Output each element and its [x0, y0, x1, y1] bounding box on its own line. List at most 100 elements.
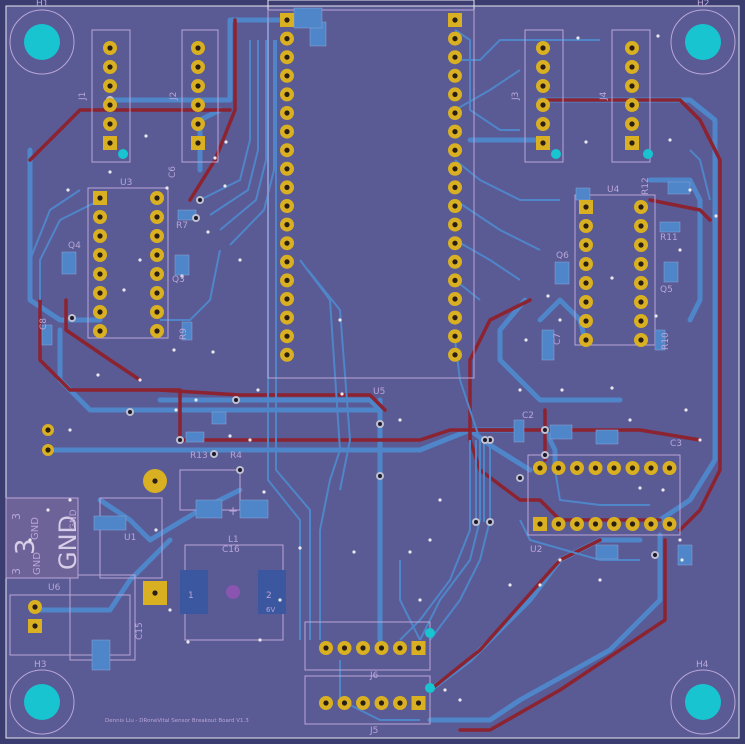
via-small-30	[668, 138, 672, 142]
u5-left-pin-11-drill	[284, 203, 290, 209]
ref-j5: J5	[369, 726, 378, 736]
via-large-6-drill	[474, 520, 478, 524]
via-small-32	[714, 214, 718, 218]
j5-pin-4-drill	[378, 700, 385, 706]
via-small-69	[684, 408, 688, 412]
via-small-33	[678, 248, 682, 252]
u5-right-pin-10-drill	[452, 184, 458, 190]
j1-pin-4-drill	[107, 102, 113, 108]
u5-left-pin-2-drill	[284, 36, 290, 42]
via-small-66	[443, 688, 447, 692]
via-small-45	[598, 578, 602, 582]
j2-pin-3-drill	[195, 83, 201, 89]
via-small-23	[438, 498, 442, 502]
j4-outline	[611, 29, 651, 163]
power-label-gnd-c: GND	[69, 509, 79, 530]
u2-outline	[527, 454, 681, 536]
j4-pin-6-drill	[629, 140, 635, 146]
j6-pin-5-drill	[397, 645, 403, 651]
reference-designators: H1 H2 H3 H4 J1 J2 J3 J4 U3 U4 U5 U2 U1 U…	[34, 0, 710, 736]
ref-u6: U6	[48, 583, 61, 593]
u3-right-pin-8-drill	[154, 328, 160, 334]
u5-left-pin-12-drill	[284, 222, 290, 228]
j5-pin-6-drill	[415, 700, 422, 706]
via-small-12	[122, 288, 126, 292]
via-small-56	[68, 428, 72, 432]
power-label-block	[5, 497, 79, 579]
u5-left-pin-18-drill	[284, 333, 290, 339]
via-small-37	[560, 388, 564, 392]
via-small-68	[698, 438, 702, 442]
u5-left-pin-7-drill	[284, 129, 290, 135]
top-layer-traces	[28, 18, 722, 732]
u6-pin-2-drill	[32, 623, 38, 629]
via-small-19	[298, 546, 302, 550]
mounting-hole-h3	[24, 684, 60, 720]
via-small-1	[144, 134, 148, 138]
via-small-62	[186, 640, 190, 644]
board-footer-text: Dennis Liu - DRoneVital Sensor Breakout …	[105, 718, 249, 724]
jumper-pin-1-drill	[45, 427, 51, 433]
via-small-24	[518, 388, 522, 392]
via-small-58	[46, 508, 50, 512]
via-large-1-drill	[128, 410, 132, 414]
u4-right-pin-4-drill	[638, 261, 644, 267]
via-small-16	[228, 434, 232, 438]
via-large-17-drill	[198, 198, 202, 202]
via-small-2	[108, 170, 112, 174]
h2-ring	[670, 9, 736, 75]
u2-top-pin-5-drill	[611, 465, 617, 471]
ref-c2: C2	[522, 411, 534, 421]
h1-ring	[9, 9, 75, 75]
via-small-21	[408, 550, 412, 554]
j6-pin-2-drill	[341, 645, 348, 651]
through-hole-pads	[28, 13, 677, 710]
via-small-39	[628, 418, 632, 422]
u4-left-pin-3-drill	[583, 242, 589, 248]
j5-pin-3-drill	[360, 700, 366, 706]
via-small-7	[165, 186, 169, 190]
ref-r4: R4	[230, 451, 242, 461]
j1-pin-1-drill	[107, 45, 113, 51]
j1-outline	[91, 29, 131, 163]
via-small-53	[194, 398, 198, 402]
via-small-3	[66, 188, 70, 192]
ref-c15: C15	[135, 622, 145, 640]
via-small-63	[258, 638, 262, 642]
u5-right-pin-5-drill	[452, 91, 458, 97]
via-small-60	[154, 528, 158, 532]
via-small-42	[661, 488, 665, 492]
u5-right-pin-15-drill	[452, 277, 458, 283]
h4-ring	[670, 669, 736, 735]
u4-left-pin-6-drill	[583, 299, 589, 305]
ref-j1: J1	[78, 92, 88, 101]
j5-pin-1-drill	[323, 700, 329, 706]
u3-left-pin-7-drill	[97, 309, 103, 315]
j1-pin-6-drill	[107, 140, 113, 146]
via-small-26	[558, 318, 562, 322]
via-small-43	[678, 538, 682, 542]
j6-outline	[304, 621, 431, 671]
u2-top-pin-1-drill	[537, 465, 543, 471]
via-small-13	[172, 348, 176, 352]
via-large-15-drill	[653, 553, 657, 557]
via-small-4	[224, 140, 228, 144]
u5-right-pin-11-drill	[452, 203, 458, 209]
l1-voltage-label: 6V	[266, 606, 275, 614]
ref-h1: H1	[36, 0, 49, 9]
u5-left-pin-3-drill	[284, 54, 290, 60]
u3-left-pin-4-drill	[97, 252, 103, 258]
ref-q3: Q3	[172, 275, 185, 285]
ref-c6: C6	[168, 166, 178, 178]
via-small-17	[248, 438, 252, 442]
u2-bottom-pin-7-drill	[648, 521, 654, 527]
u2-top-pin-4-drill	[592, 465, 599, 471]
via-large-7-drill	[488, 520, 492, 524]
ref-j2: J2	[169, 92, 179, 101]
u4-left-pin-2-drill	[583, 223, 589, 229]
ref-u3: U3	[120, 178, 132, 188]
u5-right-pin-18-drill	[452, 333, 458, 339]
ref-j3: J3	[511, 92, 521, 101]
u3-right-pin-7-drill	[154, 309, 160, 315]
j1-pin-5-drill	[107, 121, 113, 127]
